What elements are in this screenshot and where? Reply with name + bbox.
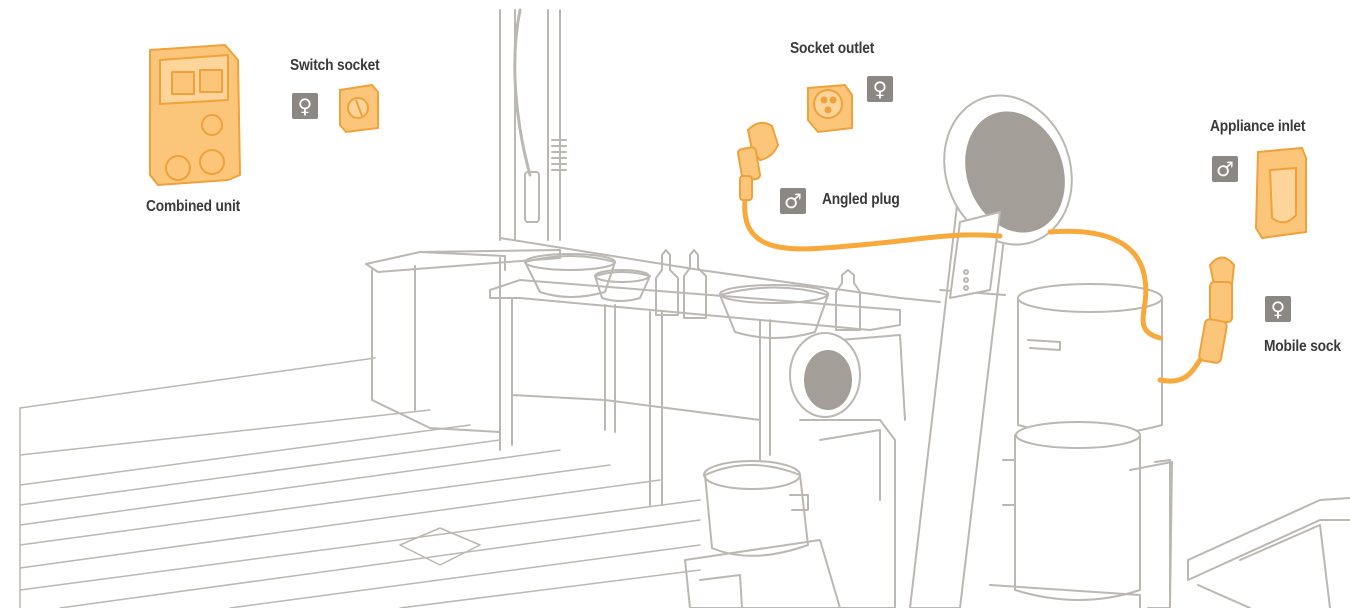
switch-socket-label: Switch socket	[290, 57, 380, 74]
cable-angled-plug	[742, 197, 1003, 252]
appliance-inlet-label: Appliance inlet	[1210, 118, 1306, 135]
angled-plug-drawing	[736, 121, 780, 201]
socket-outlet-hotspot[interactable]	[802, 80, 858, 138]
floor-planks	[19, 357, 701, 608]
appliance-inlet-hotspot[interactable]	[1250, 142, 1312, 242]
combined-unit-drawing	[149, 44, 241, 186]
angled-plug-hotspot[interactable]	[734, 116, 784, 206]
socket-outlet-label: Socket outlet	[790, 40, 875, 57]
mobile-socket-label: Mobile sock	[1264, 338, 1341, 355]
switch-socket-hotspot[interactable]	[334, 80, 384, 138]
mobile-socket-hotspot[interactable]	[1195, 248, 1243, 370]
switch-socket-drawing	[339, 83, 379, 134]
female-symbol-icon: ♀	[1265, 296, 1291, 322]
cable-mobile-socket	[1047, 228, 1163, 341]
angled-plug-label: Angled plug	[822, 191, 900, 208]
male-symbol-icon: ♂	[780, 188, 806, 214]
socket-outlet-drawing	[807, 83, 853, 134]
female-symbol-icon: ♀	[867, 76, 893, 102]
mobile-socket-drawing	[1198, 256, 1236, 364]
male-symbol-icon: ♂	[1212, 156, 1238, 182]
combined-unit-label: Combined unit	[146, 198, 241, 215]
combined-unit-hotspot[interactable]	[140, 40, 250, 190]
female-symbol-icon: ♀	[292, 93, 318, 119]
appliance-inlet-drawing	[1254, 146, 1307, 240]
